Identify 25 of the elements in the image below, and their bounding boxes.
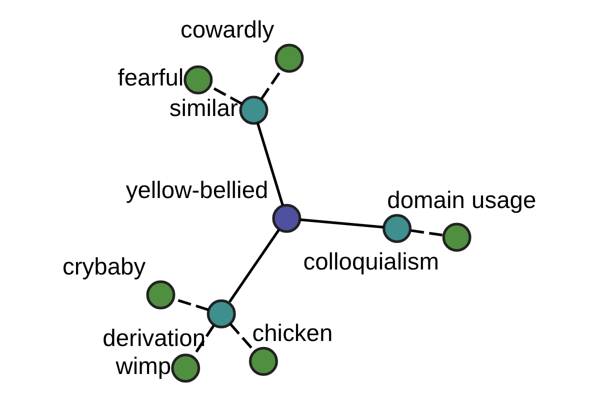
node-label: crybaby <box>62 254 146 280</box>
node-circle <box>442 222 472 252</box>
node-label: chicken <box>252 320 333 347</box>
connector <box>192 324 215 358</box>
node-label: wimp <box>116 354 172 380</box>
node-circle <box>184 65 213 94</box>
connector <box>228 228 280 303</box>
connector <box>300 218 384 229</box>
node-circle <box>382 214 412 243</box>
node-label: cowardly <box>180 18 274 44</box>
node-circle <box>206 299 236 328</box>
node-circle <box>239 96 268 125</box>
node-label: derivation <box>102 326 206 352</box>
node-circle <box>146 280 176 310</box>
node-circle <box>274 44 304 73</box>
node-label: domain usage <box>387 188 536 214</box>
node-circle <box>272 204 302 233</box>
node-label: similar <box>169 96 238 122</box>
node-label: yellow-bellied <box>126 178 268 204</box>
node-circle <box>171 354 200 383</box>
node-label: fearful <box>118 66 184 92</box>
connector <box>256 122 284 206</box>
node-label: colloquialism <box>303 249 439 276</box>
node-circle <box>248 346 278 376</box>
connector <box>410 229 444 237</box>
